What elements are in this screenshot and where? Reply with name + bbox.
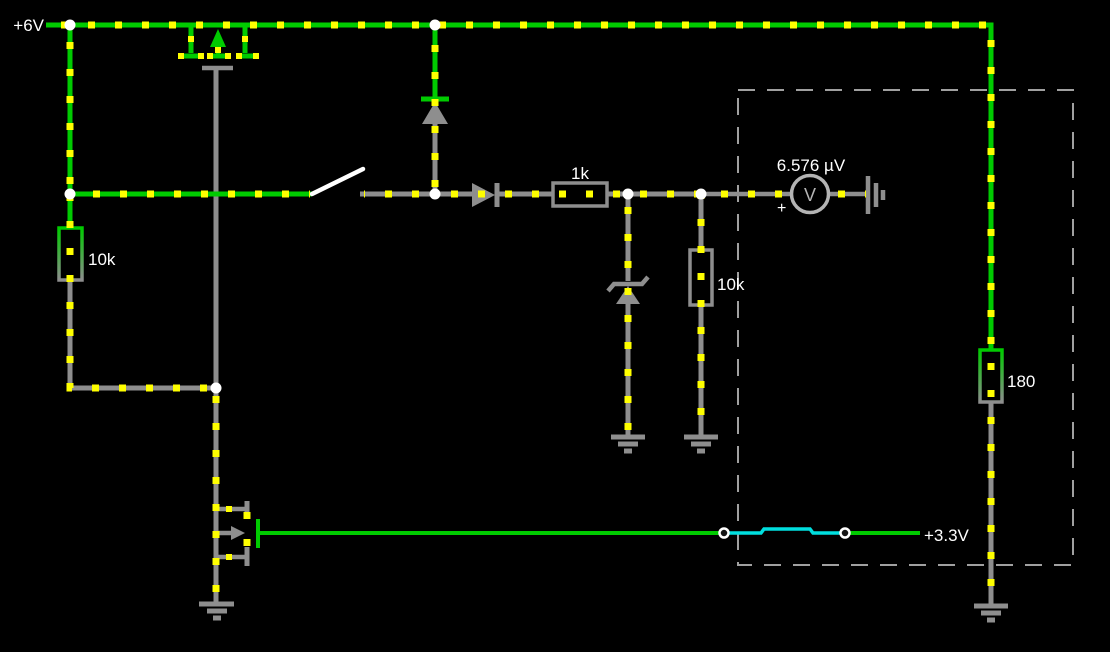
gray-wires[interactable]: [67, 70, 994, 604]
switch-blade[interactable]: [309, 166, 366, 197]
supply-voltage-label[interactable]: +6V: [13, 16, 44, 35]
dot: [253, 53, 259, 59]
nmos-ground[interactable]: [199, 601, 234, 621]
resistor-load-label: 180: [1007, 372, 1035, 391]
dot: [242, 36, 248, 42]
dots-rail: [46, 21, 995, 350]
pullup-bottom-wire[interactable]: [67, 280, 216, 391]
voltmeter-polarity: +: [777, 200, 786, 217]
selected-output-wire[interactable]: [724, 527, 845, 535]
junction-dot: [64, 188, 76, 200]
dot: [178, 53, 184, 59]
junction-dots: [64, 19, 707, 394]
voltmeter-circle-icon[interactable]: [789, 173, 831, 215]
nmos-body-arrow-icon[interactable]: [231, 526, 245, 540]
dot: [215, 47, 221, 53]
resistor-gate-pullup-label: 10k: [88, 250, 116, 269]
selected-wire-posts: [718, 527, 851, 539]
resistor-series[interactable]: 1k: [551, 164, 609, 208]
load-ground[interactable]: [974, 603, 1008, 623]
dots-pullup: [66, 194, 216, 392]
resistor-divider-label: 10k: [717, 275, 745, 294]
voltmeter[interactable]: V + 6.576 µV: [777, 156, 846, 217]
junction-dot: [695, 188, 707, 200]
divider-ground[interactable]: [684, 434, 718, 454]
power-switch[interactable]: [309, 166, 366, 197]
output-voltage-label[interactable]: +3.3V: [924, 526, 970, 545]
zener-cathode-bar[interactable]: [606, 275, 650, 293]
zener-ground[interactable]: [611, 434, 645, 454]
dot: [225, 53, 231, 59]
junction-dot: [210, 382, 222, 394]
junction-dot: [622, 188, 634, 200]
voltmeter-symbol: V: [804, 185, 816, 205]
supply-rail[interactable]: [46, 22, 994, 350]
voltmeter-ground[interactable]: [865, 176, 886, 214]
dot: [226, 506, 232, 512]
current-dot-squares: [178, 36, 259, 560]
junction-dot: [429, 19, 441, 31]
pmos-transistor[interactable]: [178, 25, 259, 71]
resistor-series-body[interactable]: [551, 181, 609, 208]
voltmeter-reading: 6.576 µV: [777, 156, 846, 175]
nmos-transistor[interactable]: [216, 501, 260, 566]
dot: [236, 53, 242, 59]
pmos-body-arrow-icon[interactable]: [210, 29, 226, 47]
dot: [198, 53, 204, 59]
wire-post-ring: [718, 527, 730, 539]
resistor-load[interactable]: 180: [978, 348, 1035, 404]
resistor-load-body[interactable]: [978, 348, 1004, 404]
dot: [226, 554, 232, 560]
junction-dot: [429, 188, 441, 200]
dot: [207, 53, 213, 59]
resistor-series-label: 1k: [571, 164, 589, 183]
junction-dot: [64, 19, 76, 31]
dot: [188, 36, 194, 42]
green-wires[interactable]: [46, 22, 994, 535]
wire-post-ring: [839, 527, 851, 539]
clamp-diode-triangle-icon[interactable]: [422, 102, 448, 124]
current-dots: [46, 21, 995, 604]
